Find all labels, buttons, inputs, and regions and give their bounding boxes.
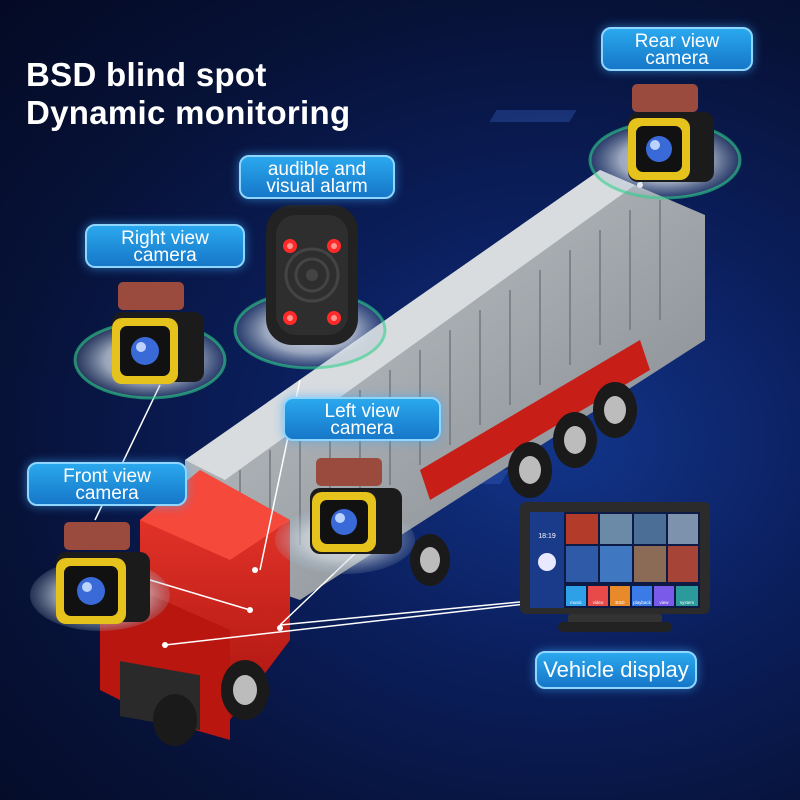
- vehicle-display-monitor: [520, 502, 710, 632]
- app-label: music: [570, 600, 583, 605]
- alarm-label: audible and visual alarm: [239, 155, 395, 199]
- rear-camera-icon: [628, 84, 714, 182]
- trailer-wheels: [410, 340, 650, 586]
- app-label: video: [593, 600, 604, 605]
- left-camera-icon: [310, 458, 402, 554]
- vehicle-display-label: Vehicle display: [535, 651, 697, 689]
- headline: BSD blind spot Dynamic monitoring: [26, 56, 350, 132]
- right-camera-label: Right view camera: [85, 224, 245, 268]
- camera-feed-tiles: [566, 514, 698, 582]
- right-camera-icon: [112, 282, 204, 384]
- headline-line-2: Dynamic monitoring: [26, 94, 351, 131]
- app-label: system: [680, 600, 695, 605]
- front-camera-label: Front view camera: [27, 462, 187, 506]
- app-label: view: [659, 600, 669, 605]
- front-camera-icon: [56, 522, 150, 624]
- app-tiles: [566, 586, 698, 606]
- alarm-speaker-icon: [266, 205, 358, 345]
- monitor-clock: 18:19: [538, 533, 556, 540]
- app-label: playback: [633, 600, 652, 605]
- app-label: BSD: [615, 600, 625, 605]
- truck-cab: [100, 470, 290, 746]
- headline-line-1: BSD blind spot: [26, 56, 267, 93]
- left-camera-label: Left view camera: [283, 397, 441, 441]
- monitor-app-labels: music video BSD playback view system: [570, 600, 694, 605]
- rear-camera-label: Rear view camera: [601, 27, 753, 71]
